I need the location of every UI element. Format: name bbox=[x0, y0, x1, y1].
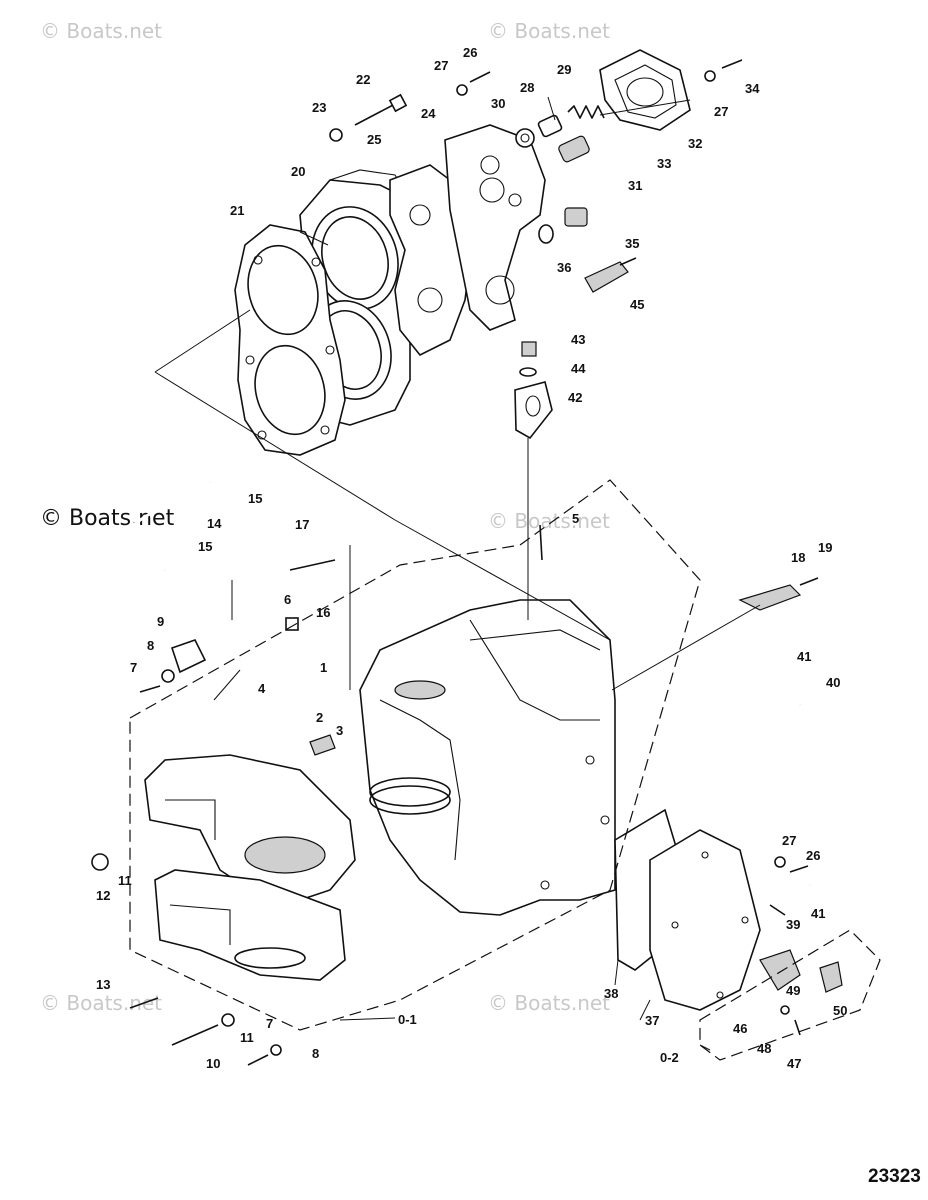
callout-26a: 26 bbox=[463, 45, 477, 60]
callout-26b: 26 bbox=[806, 848, 820, 863]
callout-46: 46 bbox=[733, 1021, 747, 1036]
callout-4: 4 bbox=[258, 681, 266, 696]
crankcase bbox=[359, 599, 616, 916]
callout-43: 43 bbox=[571, 332, 585, 347]
hoses bbox=[126, 480, 840, 887]
callout-5: 5 bbox=[572, 511, 579, 526]
callout-34: 34 bbox=[745, 81, 760, 96]
assembly-label-0-2: 0-2 bbox=[660, 1050, 679, 1065]
callout-15a: 15 bbox=[248, 491, 262, 506]
callout-19: 19 bbox=[818, 540, 832, 555]
callout-3: 3 bbox=[336, 723, 343, 738]
callout-12: 12 bbox=[96, 888, 110, 903]
callout-27c: 27 bbox=[782, 833, 796, 848]
callout-18: 18 bbox=[791, 550, 805, 565]
callout-10: 10 bbox=[206, 1056, 220, 1071]
callout-41b: 41 bbox=[811, 906, 825, 921]
callout-11a: 11 bbox=[118, 873, 132, 888]
callout-33: 33 bbox=[657, 156, 671, 171]
callout-47: 47 bbox=[787, 1056, 801, 1071]
watermark-top-left: © Boats.net bbox=[40, 19, 162, 43]
callout-11b: 11 bbox=[240, 1030, 254, 1045]
thermostat-cover bbox=[599, 49, 691, 131]
figure-number: 23323 bbox=[868, 1166, 921, 1187]
callout-8a: 8 bbox=[147, 638, 154, 653]
callout-17: 17 bbox=[295, 517, 309, 532]
callout-39: 39 bbox=[786, 917, 800, 932]
callout-23: 23 bbox=[312, 100, 326, 115]
callout-30: 30 bbox=[491, 96, 505, 111]
assembly-label-0-1: 0-1 bbox=[398, 1012, 417, 1027]
callout-labels: 1 2 3 4 5 6 7 7 8 8 9 10 11 11 12 13 14 … bbox=[96, 45, 847, 1071]
top-bolts bbox=[329, 59, 743, 142]
small-parts-bottom bbox=[91, 524, 843, 1066]
callout-37: 37 bbox=[645, 1013, 659, 1028]
callout-42: 42 bbox=[568, 390, 582, 405]
small-parts-top bbox=[515, 105, 637, 293]
callout-22: 22 bbox=[356, 72, 370, 87]
callout-7a: 7 bbox=[130, 660, 137, 675]
watermarks: © Boats.net © Boats.net © Boats.net © Bo… bbox=[40, 19, 610, 1015]
callout-13: 13 bbox=[96, 977, 110, 992]
assembly-outlines bbox=[129, 479, 881, 1061]
callout-29: 29 bbox=[557, 62, 571, 77]
callout-45: 45 bbox=[630, 297, 644, 312]
callout-25: 25 bbox=[367, 132, 381, 147]
lifting-eye bbox=[514, 341, 553, 440]
callout-24: 24 bbox=[421, 106, 436, 121]
callout-31: 31 bbox=[628, 178, 642, 193]
callout-7b: 7 bbox=[266, 1016, 273, 1031]
callout-1: 1 bbox=[320, 660, 327, 675]
callout-41a: 41 bbox=[797, 649, 811, 664]
callout-9: 9 bbox=[157, 614, 164, 629]
watermark-bold: © Boats.net bbox=[40, 506, 175, 531]
callout-35: 35 bbox=[625, 236, 639, 251]
callout-49: 49 bbox=[786, 983, 800, 998]
callout-36: 36 bbox=[557, 260, 571, 275]
callout-48: 48 bbox=[757, 1041, 771, 1056]
callout-15b: 15 bbox=[198, 539, 212, 554]
callout-20: 20 bbox=[291, 164, 305, 179]
callout-44: 44 bbox=[571, 361, 586, 376]
callout-28: 28 bbox=[520, 80, 534, 95]
callout-21: 21 bbox=[230, 203, 244, 218]
crankcase-cover bbox=[144, 754, 356, 981]
callout-40: 40 bbox=[826, 675, 840, 690]
watermark-middle: © Boats.net bbox=[488, 509, 610, 533]
callout-14: 14 bbox=[207, 516, 222, 531]
callout-27a: 27 bbox=[434, 58, 448, 73]
watermark-bottom-right: © Boats.net bbox=[488, 991, 610, 1015]
callout-16: 16 bbox=[316, 605, 330, 620]
watermark-top-right: © Boats.net bbox=[488, 19, 610, 43]
callout-8b: 8 bbox=[312, 1046, 319, 1061]
callout-32: 32 bbox=[688, 136, 702, 151]
port-cover-group bbox=[389, 124, 546, 357]
leader-lines bbox=[154, 96, 761, 1051]
callout-6: 6 bbox=[284, 592, 291, 607]
head-gasket bbox=[234, 224, 346, 456]
callout-27b: 27 bbox=[714, 104, 728, 119]
exhaust-cover bbox=[614, 808, 761, 1011]
callout-50: 50 bbox=[833, 1003, 847, 1018]
callout-2: 2 bbox=[316, 710, 323, 725]
callout-38: 38 bbox=[604, 986, 618, 1001]
